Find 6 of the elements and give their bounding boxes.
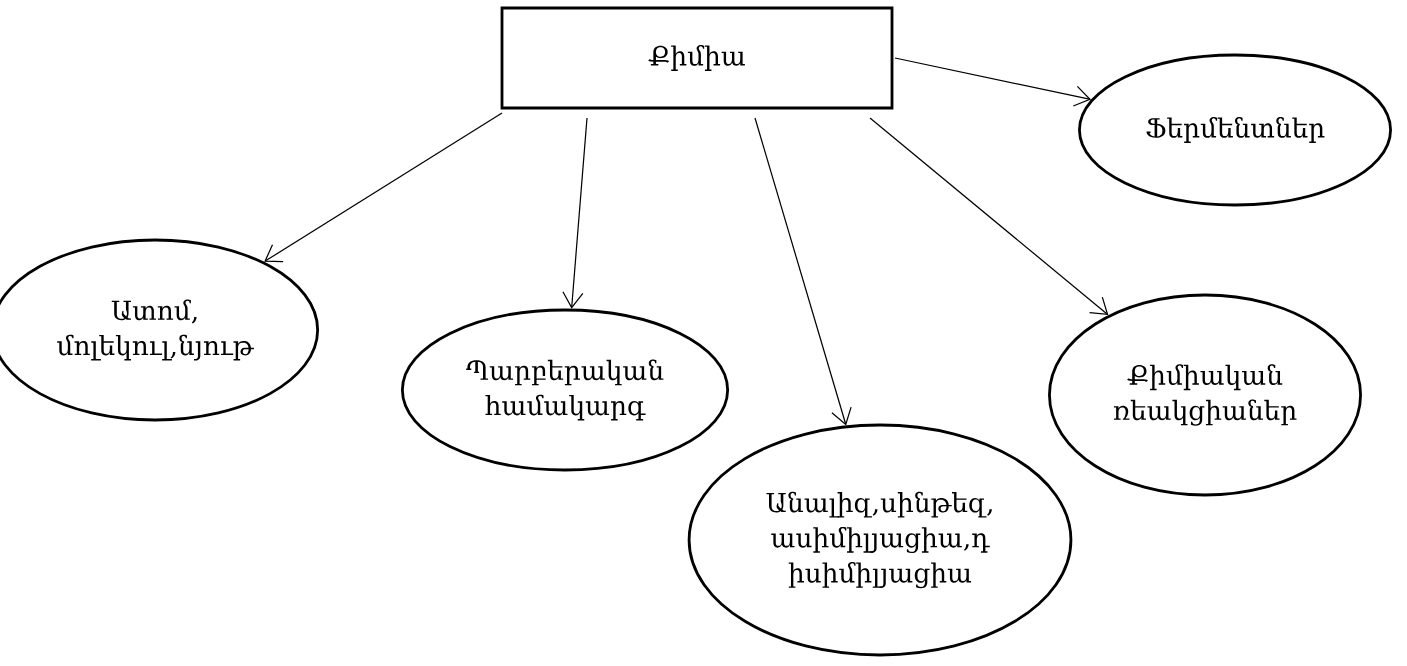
- arrow: [894, 57, 1092, 107]
- arrow: [264, 112, 503, 263]
- arrow: [754, 117, 852, 426]
- title-box: Քիմիա: [500, 6, 894, 110]
- arrow: [562, 117, 588, 309]
- arrow: [869, 117, 1109, 316]
